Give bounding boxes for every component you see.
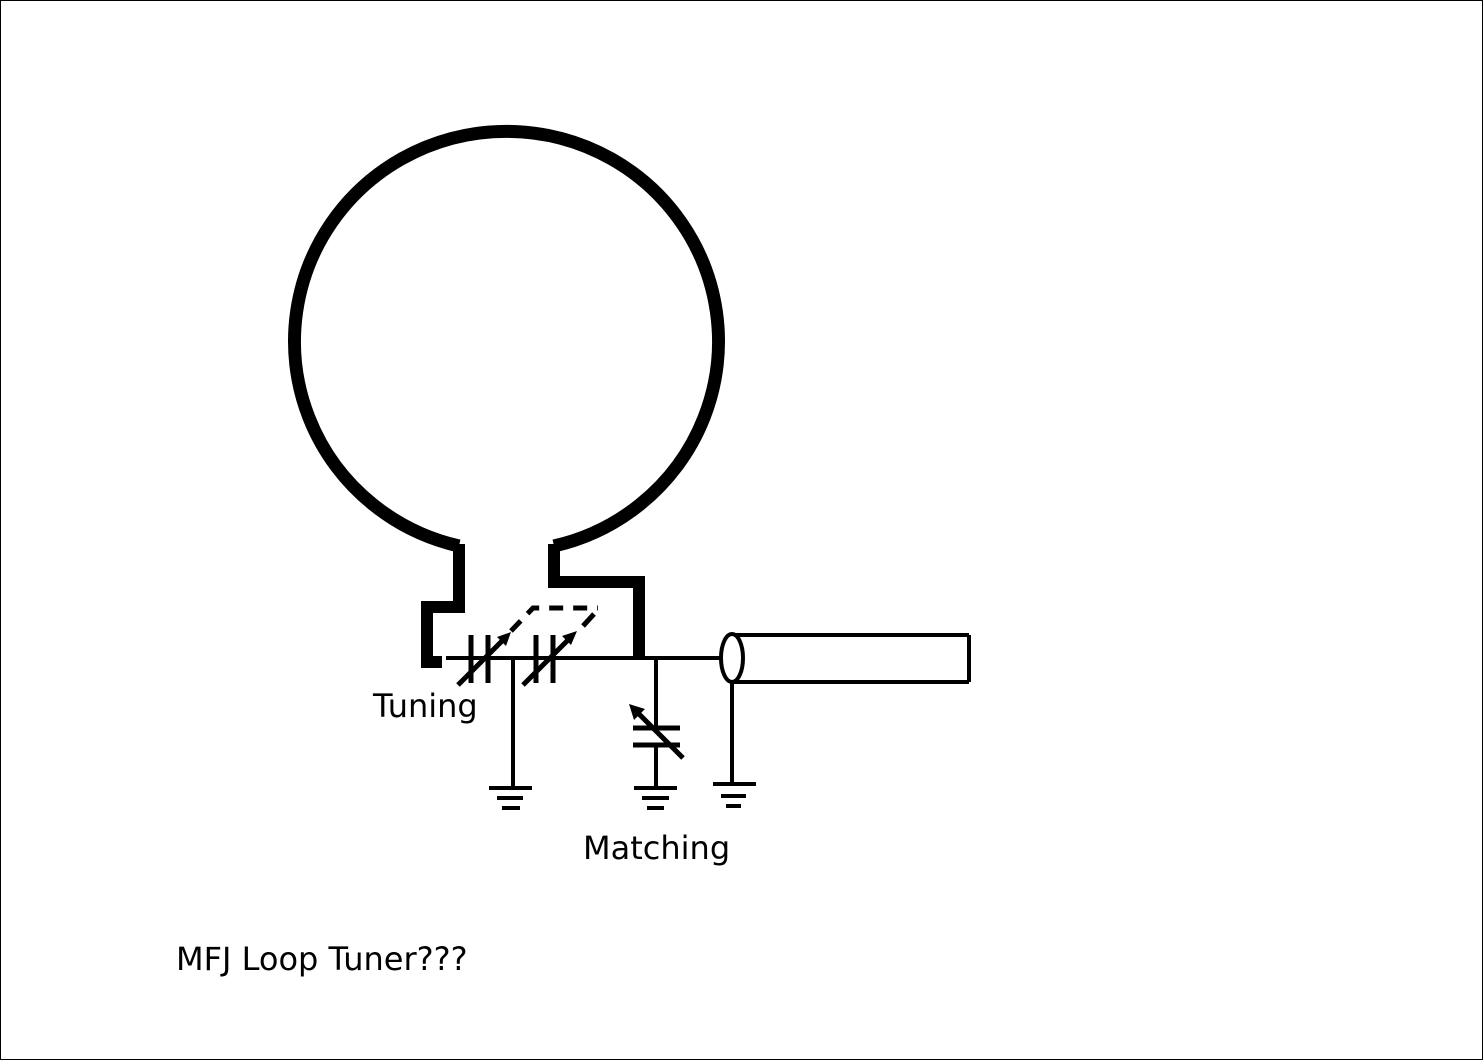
coax-cable bbox=[719, 632, 971, 684]
arrow-head-3 bbox=[629, 704, 645, 720]
loop-left-lead bbox=[421, 544, 465, 668]
ground-icon bbox=[713, 782, 756, 808]
gang-link-dashed-2 bbox=[581, 612, 596, 628]
tuning-capacitor-1 bbox=[456, 635, 508, 687]
tuning-capacitor-2 bbox=[521, 635, 573, 687]
loop-antenna bbox=[288, 124, 725, 553]
arrow-head-2 bbox=[562, 631, 577, 645]
tuning-label: Tuning bbox=[373, 687, 478, 725]
matching-label: Matching bbox=[583, 829, 731, 867]
ground-icon bbox=[634, 786, 677, 810]
arrow-head-1 bbox=[497, 632, 511, 646]
loop-right-lead bbox=[548, 544, 645, 660]
caption: MFJ Loop Tuner??? bbox=[176, 940, 468, 978]
gang-link-dashed bbox=[509, 605, 598, 633]
ground-icon bbox=[489, 786, 532, 810]
